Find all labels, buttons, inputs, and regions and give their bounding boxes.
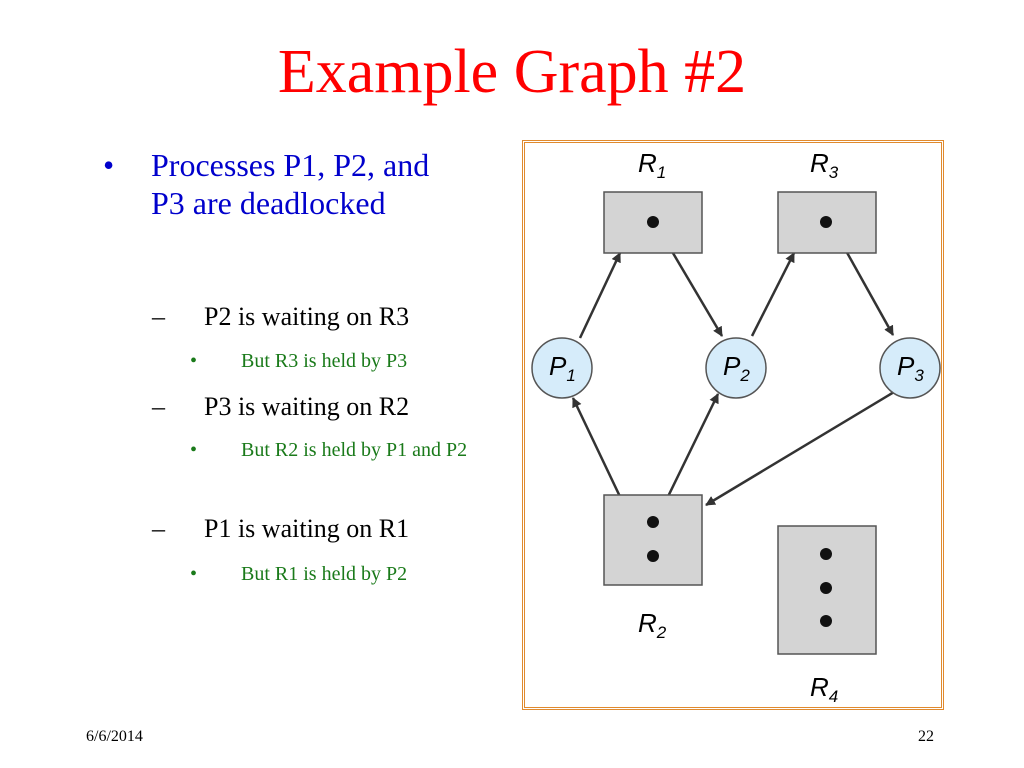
detail-bullet-text: But R1 is held by P2 [241, 563, 408, 585]
process-p2: P2 [705, 337, 767, 399]
resource-r3: R3 [777, 148, 877, 254]
svg-text:R1: R1 [638, 148, 666, 182]
resource-subscript: 3 [829, 163, 839, 182]
resource-r4: R4 [777, 525, 877, 706]
resource-letter: R [638, 148, 657, 178]
process-p1: P1 [531, 337, 593, 399]
process-letter: P [723, 351, 741, 381]
slide-number: 22 [918, 728, 934, 745]
resource-letter: R [638, 608, 657, 638]
bullet-marker: • [190, 350, 198, 372]
process-subscript: 3 [914, 366, 924, 385]
resource-allocation-graph: R1 R3 P1 P2 P3 R2 [531, 148, 941, 706]
resource-r2: R2 [603, 494, 703, 642]
bullet-marker: • [103, 147, 115, 183]
edge-p3-to-r2 [705, 390, 895, 507]
svg-text:R4: R4 [810, 672, 838, 706]
sub-bullet-text: P3 is waiting on R2 [204, 392, 410, 421]
resource-r1: R1 [603, 148, 703, 254]
dash-marker: – [152, 514, 165, 543]
svg-text:P2: P2 [723, 351, 750, 385]
edge-r1-to-p2 [668, 247, 724, 337]
detail-bullet-text: But R3 is held by P3 [241, 350, 408, 372]
edge-r2-to-p2 [658, 393, 720, 514]
edges [571, 239, 895, 548]
edge-p1-to-r1 [578, 252, 622, 339]
footer-date: 6/6/2014 [86, 728, 143, 745]
resource-letter: R [810, 672, 829, 702]
resource-letter: R [810, 148, 829, 178]
resource-subscript: 4 [829, 687, 838, 706]
resource-subscript: 2 [656, 623, 667, 642]
process-subscript: 1 [566, 366, 575, 385]
main-bullet-text: Processes P1, P2, and P3 are deadlocked [151, 147, 430, 221]
sub-bullet-text: P1 is waiting on R1 [204, 514, 410, 543]
dash-marker: – [152, 302, 165, 331]
svg-text:R3: R3 [810, 148, 839, 182]
resource-subscript: 1 [657, 163, 666, 182]
bullet-marker: • [190, 563, 198, 585]
process-p3: P3 [879, 337, 941, 399]
edge-r3-to-p3 [838, 239, 895, 336]
slide-title: Example Graph #2 [277, 38, 747, 106]
svg-text:P1: P1 [549, 351, 576, 385]
svg-text:R2: R2 [638, 608, 667, 642]
bullet-marker: • [190, 439, 198, 461]
svg-text:P3: P3 [897, 351, 924, 385]
dash-marker: – [152, 392, 165, 421]
detail-bullet-text: But R2 is held by P1 and P2 [241, 439, 468, 461]
edge-p2-to-r3 [750, 252, 796, 337]
sub-bullet-text: P2 is waiting on R3 [204, 302, 410, 331]
process-letter: P [897, 351, 915, 381]
process-letter: P [549, 351, 567, 381]
process-subscript: 2 [739, 366, 750, 385]
